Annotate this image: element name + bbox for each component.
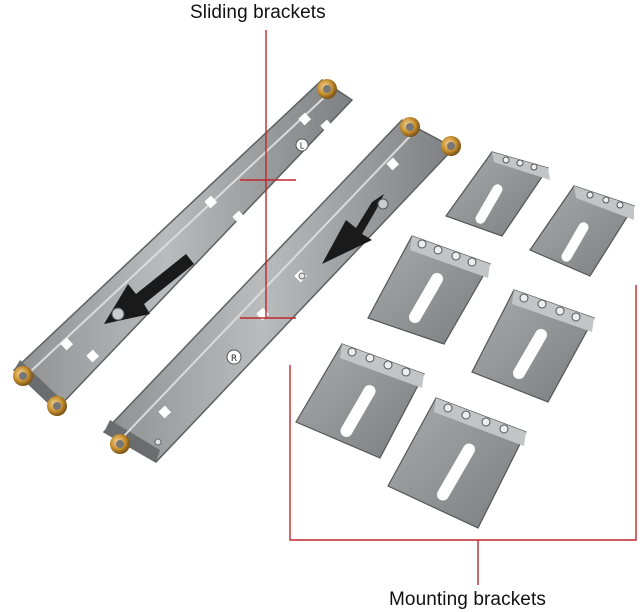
brass-eyelet — [317, 79, 337, 99]
brass-eyelet — [110, 434, 130, 454]
sliding-bracket-right: R — [102, 117, 461, 463]
rail-letter-l: L — [300, 142, 305, 151]
arrow-lever-right — [322, 194, 384, 264]
mounting-bracket — [387, 397, 527, 529]
mounting-bracket — [367, 235, 491, 345]
callout-lines — [240, 30, 637, 585]
mounting-bracket — [529, 185, 635, 277]
mounting-bracket — [471, 289, 595, 403]
brass-eyelet — [441, 136, 461, 156]
rail-letter-r: R — [231, 354, 237, 364]
arrow-lever-left — [104, 254, 194, 324]
sliding-bracket-left: L — [12, 79, 354, 416]
brass-eyelet — [47, 396, 67, 416]
mounting-bracket — [295, 343, 425, 459]
brass-eyelet — [13, 366, 33, 386]
mounting-brackets-label: Mounting brackets — [389, 589, 546, 610]
rail-letter-l-badge — [295, 138, 309, 152]
brass-eyelet — [400, 117, 420, 137]
mounting-bracket — [445, 151, 550, 237]
rail-letter-r-badge — [226, 349, 242, 365]
sliding-brackets-label: Sliding brackets — [190, 2, 326, 23]
